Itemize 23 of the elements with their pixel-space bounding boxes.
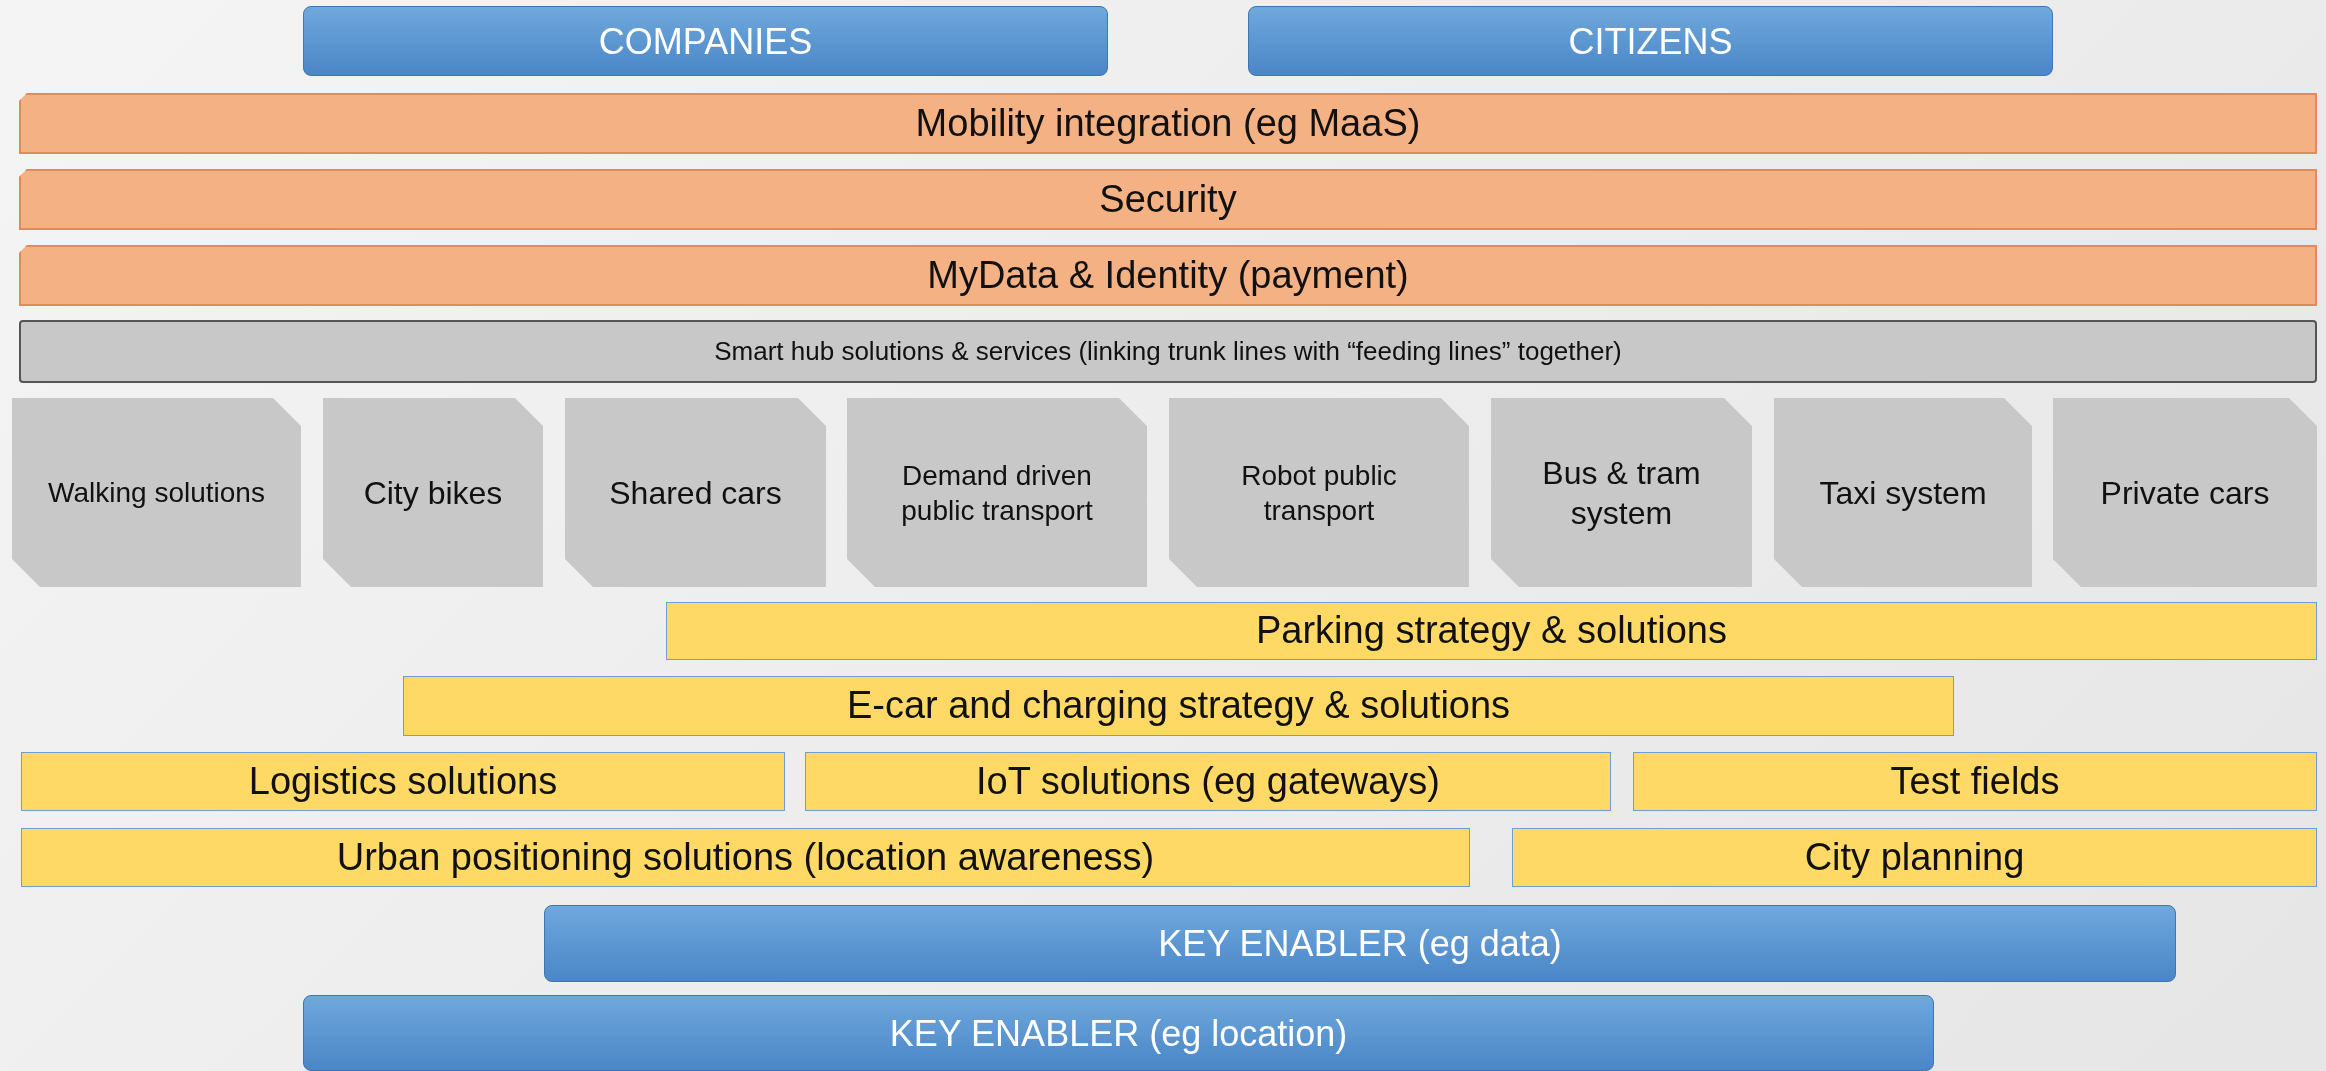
layer-bar: Test fields xyxy=(1633,752,2317,811)
mode-tile: Walking solutions xyxy=(12,398,301,587)
mode-tile: Bus & tram system xyxy=(1491,398,1752,587)
layer-bar: Mobility integration (eg MaaS) xyxy=(19,93,2317,154)
layer-bar: City planning xyxy=(1512,828,2317,887)
layer-bar: Security xyxy=(19,169,2317,230)
layer-bar: Logistics solutions xyxy=(21,752,785,811)
layer-bar: MyData & Identity (payment) xyxy=(19,245,2317,306)
layer-bar: Smart hub solutions & services (linking trunk lines with “feeding lines” together) xyxy=(19,320,2317,383)
group-banner: CITIZENS xyxy=(1248,6,2053,76)
enabler-bar: KEY ENABLER (eg data) xyxy=(544,905,2176,982)
mode-tile: Private cars xyxy=(2053,398,2317,587)
mode-tile: Shared cars xyxy=(565,398,826,587)
mode-tile: Robot public transport xyxy=(1169,398,1469,587)
layer-bar: Parking strategy & solutions xyxy=(666,602,2317,660)
group-banner: COMPANIES xyxy=(303,6,1108,76)
mode-tile: Demand driven public transport xyxy=(847,398,1147,587)
enabler-bar: KEY ENABLER (eg location) xyxy=(303,995,1934,1071)
mode-tile: City bikes xyxy=(323,398,543,587)
layer-bar: Urban positioning solutions (location awareness) xyxy=(21,828,1470,887)
mode-tile: Taxi system xyxy=(1774,398,2032,587)
layer-bar: E-car and charging strategy & solutions xyxy=(403,676,1954,736)
layer-bar: IoT solutions (eg gateways) xyxy=(805,752,1611,811)
